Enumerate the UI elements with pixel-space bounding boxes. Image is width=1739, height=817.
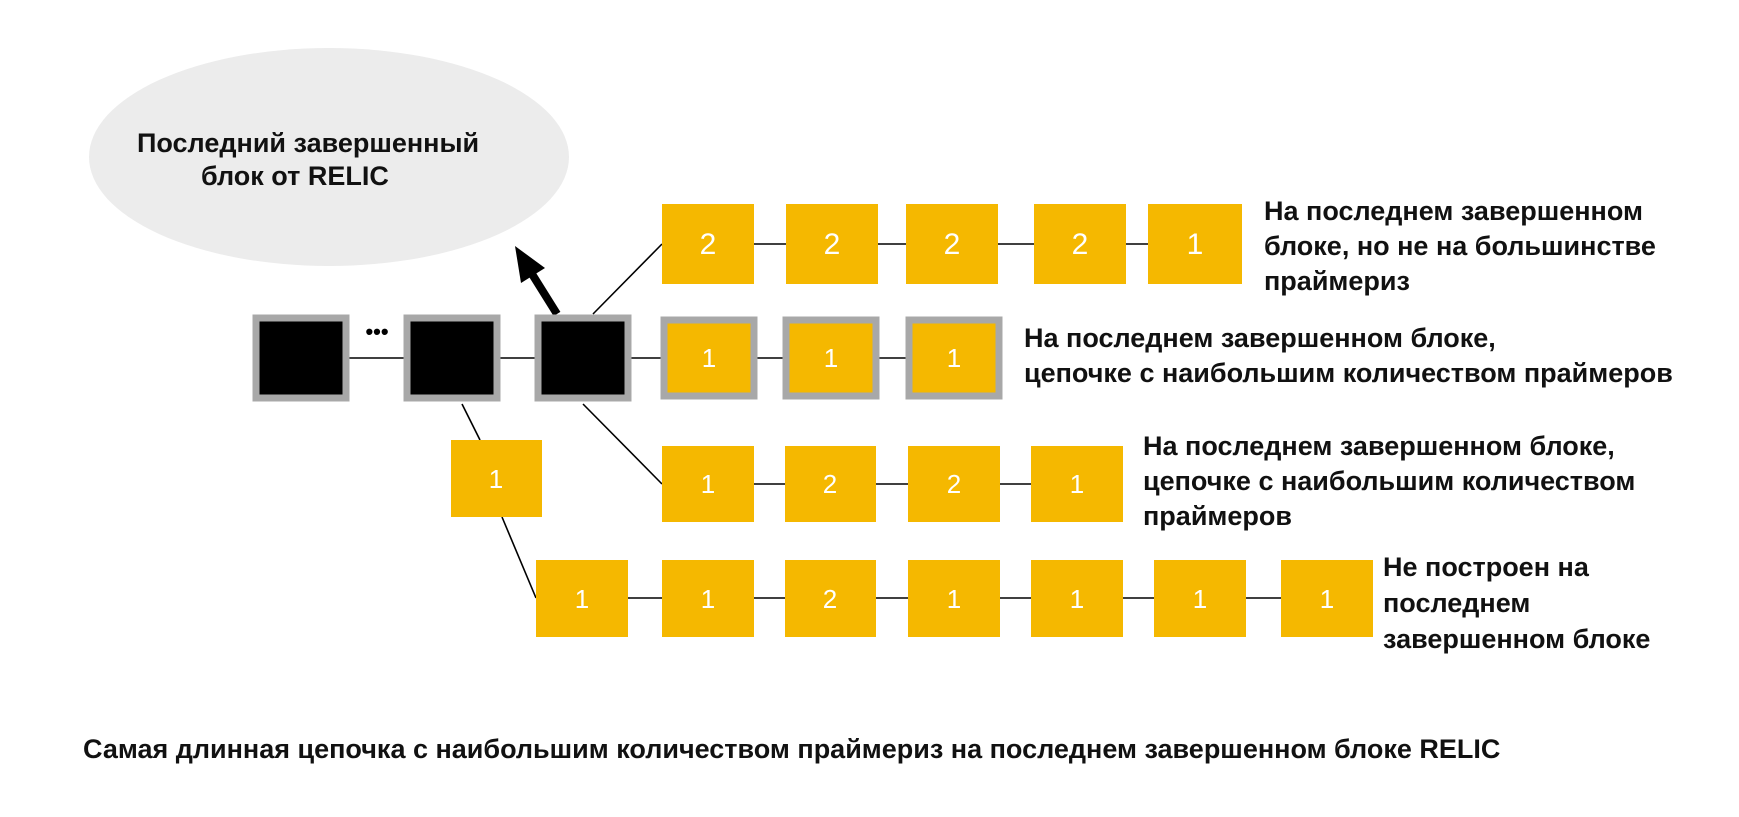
block: 2 [786, 204, 878, 284]
block-count: 1 [1320, 584, 1334, 614]
relic-finalized-block [534, 314, 632, 402]
block: 2 [785, 560, 876, 637]
block-count: 2 [947, 469, 961, 499]
branch-middle-label-2: цепочке с наибольшим количеством праймер… [1024, 358, 1673, 388]
chain-ellipsis: ••• [365, 319, 388, 344]
branch-lower-label-1: На последнем завершенном блоке, [1143, 431, 1615, 461]
branch-lower-label-2: цепочке с наибольшим количеством [1143, 466, 1635, 496]
block: 1 [1154, 560, 1246, 637]
block: 1 [451, 440, 542, 517]
block: 2 [785, 446, 876, 522]
block: 1 [660, 316, 758, 400]
branch-fork: 1 [451, 440, 542, 517]
branch-middle-label-1: На последнем завершенном блоке, [1024, 323, 1496, 353]
block-count: 1 [824, 343, 838, 373]
finalized-chain: ••• [252, 314, 632, 402]
block-count: 1 [701, 584, 715, 614]
branch-middle: 1 1 1 На последнем завершенном блоке, це… [660, 316, 1673, 400]
branch-bottom: 1 1 2 1 1 1 1 Не построен на последнем з… [536, 552, 1650, 654]
branch-lower-label-3: праймеров [1143, 501, 1292, 531]
block: 1 [905, 316, 1003, 400]
block-count: 1 [947, 343, 961, 373]
block: 2 [662, 204, 754, 284]
diagram-caption: Самая длинная цепочка с наибольшим колич… [83, 734, 1500, 764]
block: 1 [1281, 560, 1373, 637]
block: 1 [662, 446, 754, 522]
branch-bottom-label-2: последнем [1383, 588, 1530, 618]
arrow-up-left-icon [515, 246, 561, 317]
block: 2 [1034, 204, 1126, 284]
block-count: 2 [1072, 228, 1089, 261]
callout-bubble [89, 48, 569, 266]
block-count: 1 [575, 584, 589, 614]
block-count: 1 [1070, 469, 1084, 499]
finalized-block [403, 314, 501, 402]
callout-text-line-2: блок от RELIC [201, 161, 389, 191]
block-count: 1 [1070, 584, 1084, 614]
finalized-block [252, 314, 350, 402]
finalized-block-callout: Последний завершенный блок от RELIC [89, 48, 569, 317]
block-count: 2 [944, 228, 961, 261]
block-count: 1 [489, 464, 503, 494]
block: 2 [906, 204, 998, 284]
block-count: 1 [702, 343, 716, 373]
branch-bottom-label-3: завершенном блоке [1383, 624, 1650, 654]
branch-top: 2 2 2 2 1 На последнем завершенном блоке… [662, 196, 1656, 296]
block-count: 1 [701, 469, 715, 499]
chain-connectors [346, 243, 1281, 599]
block: 2 [908, 446, 1000, 522]
block-count: 2 [823, 584, 837, 614]
branch-top-label-3: праймериз [1264, 266, 1410, 296]
block-count: 2 [700, 228, 717, 261]
block-count: 1 [947, 584, 961, 614]
branch-lower: 1 2 2 1 На последнем завершенном блоке, … [662, 431, 1635, 531]
block: 1 [662, 560, 754, 637]
block: 1 [1031, 560, 1123, 637]
block-count: 1 [1187, 228, 1204, 261]
block: 1 [1148, 204, 1242, 284]
block: 1 [908, 560, 1000, 637]
callout-text-line-1: Последний завершенный [137, 128, 479, 158]
block: 1 [1031, 446, 1123, 522]
block-count: 2 [823, 469, 837, 499]
branch-bottom-label-1: Не построен на [1383, 552, 1590, 582]
branch-top-label-2: блоке, но не на большинстве [1264, 231, 1656, 261]
block-count: 2 [824, 228, 841, 261]
block-count: 1 [1193, 584, 1207, 614]
block: 1 [782, 316, 880, 400]
branch-top-label-1: На последнем завершенном [1264, 196, 1643, 226]
block: 1 [536, 560, 628, 637]
